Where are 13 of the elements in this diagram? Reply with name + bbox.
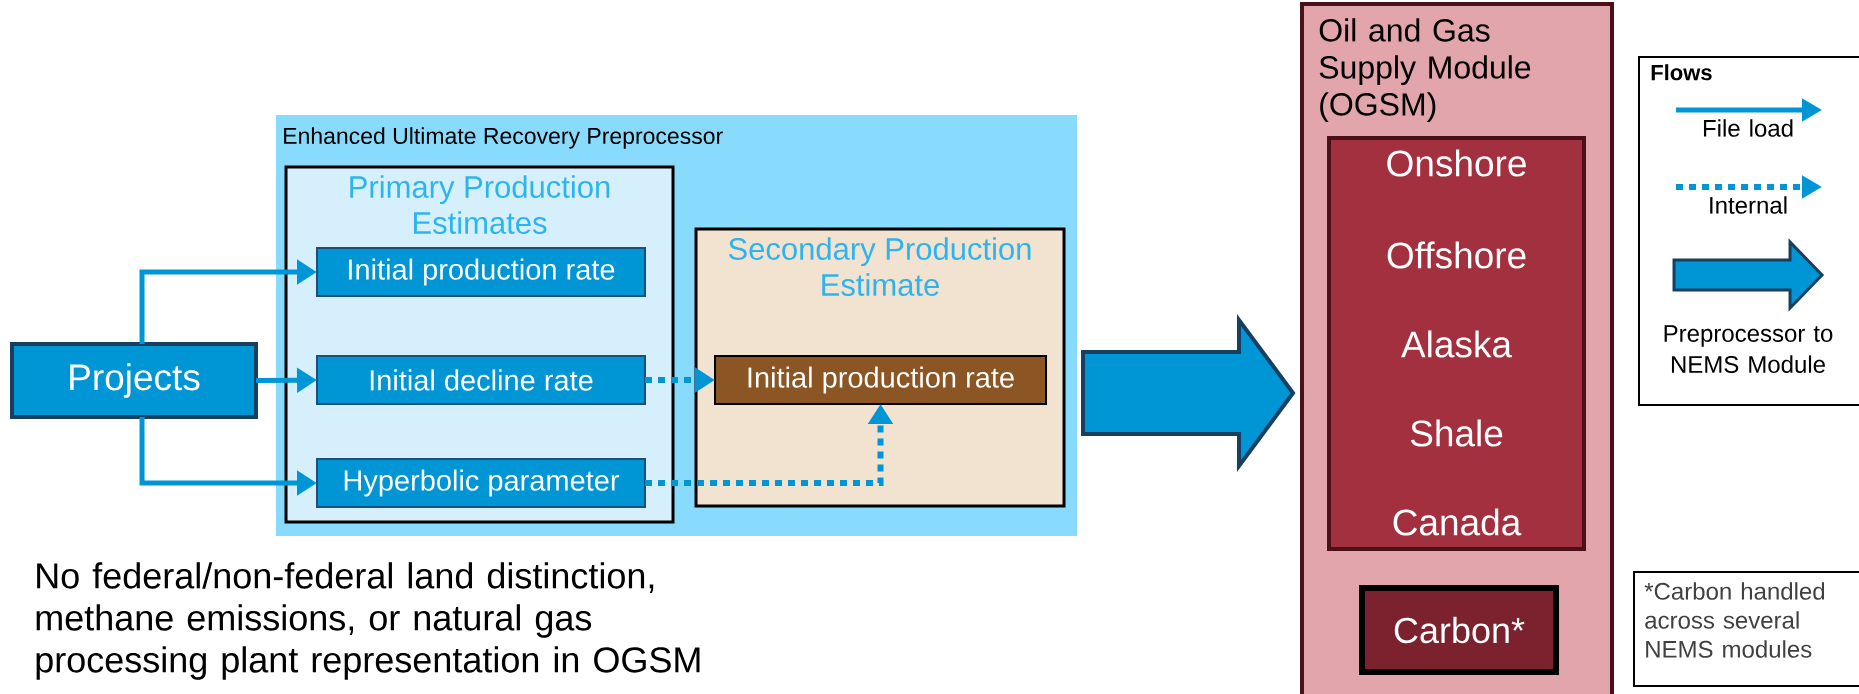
legend-label: File load (1703, 119, 1793, 137)
block-arrow (1081, 313, 1296, 473)
process-box: Initial production rate (316, 247, 646, 297)
note-text: No federal/non-federal land distinction, methane emissions, or natural gas processing plant representation in OGSM (36, 562, 700, 680)
process-box: Initial production rate (714, 355, 1047, 405)
legend-label: Preprocessor to NEMS Module (1664, 325, 1833, 373)
legend-label: Internal (1710, 196, 1787, 214)
note-box: *Carbon handled across several NEMS modules (1633, 571, 1859, 687)
region-box: Onshore Offshore Alaska Shale Canada (1327, 136, 1586, 551)
process-box: Hyperbolic parameter (316, 458, 646, 508)
process-box: Projects (10, 342, 258, 419)
carbon-box: Carbon* (1359, 585, 1559, 675)
process-box: Initial decline rate (316, 355, 646, 405)
